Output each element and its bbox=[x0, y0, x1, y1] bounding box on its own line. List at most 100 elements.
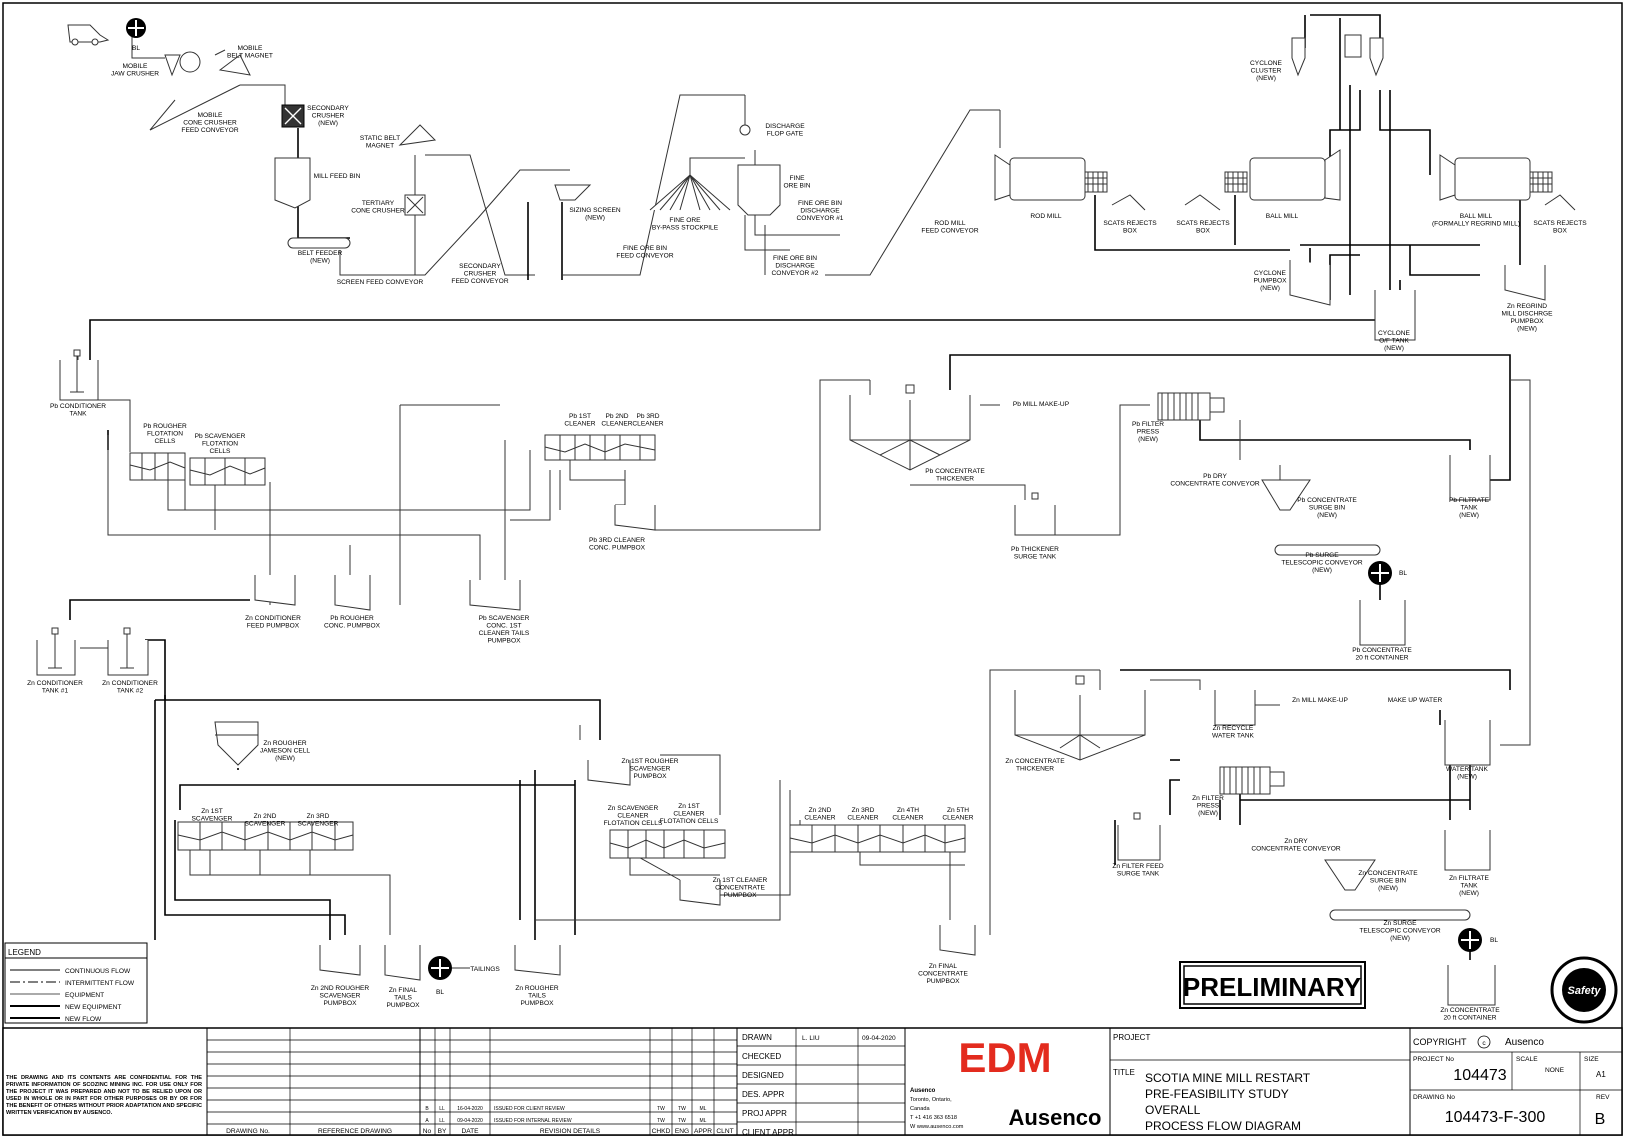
equipment-label-bm2: BALL MILL(FORMALLY REGRIND MILL) bbox=[1432, 213, 1520, 228]
revision-header-no: No bbox=[423, 1128, 432, 1135]
legend-item: CONTINUOUS FLOW bbox=[65, 968, 131, 975]
address-line: T +1 416 363 6518 bbox=[910, 1115, 957, 1121]
legend-title: LEGEND bbox=[8, 948, 41, 957]
static-belt-magnet-icon bbox=[398, 124, 437, 146]
equipment-label-znmm: Zn MILL MAKE-UP bbox=[1292, 697, 1348, 704]
pb-scavenger-cells-icon bbox=[189, 457, 266, 486]
sizing-screen-icon bbox=[554, 184, 592, 201]
approval-label: CHECKED bbox=[742, 1052, 781, 1061]
zn-conditioner-feed-pumpbox-icon bbox=[254, 575, 296, 606]
zn-surge-bin-icon bbox=[1324, 859, 1376, 891]
equipment-label-mfb: MILL FEED BIN bbox=[314, 173, 361, 180]
title-line: OVERALL bbox=[1145, 1103, 1201, 1117]
address-line: W www.ausenco.com bbox=[910, 1124, 964, 1130]
copyright-symbol: c bbox=[1482, 1040, 1486, 1047]
safety-badge-text: Safety bbox=[1567, 985, 1601, 997]
equipment-label-tails: TAILINGS bbox=[470, 966, 500, 973]
revision-appr: ML bbox=[700, 1118, 707, 1124]
pb-rougher-cells-icon bbox=[129, 452, 186, 481]
belt-magnet-icon bbox=[218, 54, 251, 76]
approval-label: DRAWN bbox=[742, 1033, 772, 1042]
pb-cleaner-cells-icon bbox=[544, 434, 656, 461]
revision-header-clnt: CLNT bbox=[716, 1128, 733, 1135]
zn-conditioner-tank-2-icon bbox=[107, 640, 149, 676]
drawing-no-label: DRAWING No bbox=[1413, 1094, 1455, 1101]
water-tank-icon bbox=[1444, 720, 1491, 766]
legend-item: NEW FLOW bbox=[65, 1016, 102, 1023]
cyclone-of-tank-icon bbox=[1374, 290, 1416, 341]
scale-label: SCALE bbox=[1516, 1056, 1538, 1063]
legend-item: INTERMITTENT FLOW bbox=[65, 980, 135, 987]
pb-thickener-surge-tank-icon bbox=[1014, 505, 1056, 536]
ref-header-reference-drawing: REFERENCE DRAWING bbox=[318, 1128, 392, 1135]
zn-scavenger-cleaner-cells-icon bbox=[609, 829, 726, 859]
equipment-label-bm: BALL MILL bbox=[1266, 213, 1299, 220]
size-label: SIZE bbox=[1584, 1056, 1599, 1063]
zn-regrind-pumpbox-icon bbox=[1504, 265, 1546, 301]
address-line: Toronto, Ontario, bbox=[910, 1097, 952, 1103]
zn-2nd-rougher-scavenger-pumpbox-icon bbox=[319, 945, 361, 976]
safety-badge-icon: Safety bbox=[1550, 956, 1618, 1024]
zn-rougher-tails-pumpbox-icon bbox=[514, 945, 561, 976]
equipment-symbols bbox=[36, 18, 1576, 1006]
cyclone-distributor-icon bbox=[1344, 34, 1362, 58]
revision-eng: TW bbox=[678, 1118, 686, 1124]
equipment-label-sfc: SCREEN FEED CONVEYOR bbox=[337, 279, 424, 286]
pb-3rd-cleaner-pumpbox-icon bbox=[614, 505, 656, 531]
ball-mill-2-icon bbox=[1454, 157, 1531, 201]
approval-label: DESIGNED bbox=[742, 1071, 784, 1080]
title-line: PROCESS FLOW DIAGRAM bbox=[1145, 1119, 1301, 1133]
approval-label: DES. APPR bbox=[742, 1090, 784, 1099]
zn-conditioner-tank-1-icon bbox=[36, 640, 76, 676]
equipment-label-bl3: BL bbox=[1490, 937, 1498, 944]
revision-by: LL bbox=[439, 1106, 445, 1112]
flop-gate-icon bbox=[739, 124, 751, 136]
revision-header-eng: ENG bbox=[675, 1128, 689, 1135]
equipment-label-ss: SIZING SCREEN(NEW) bbox=[569, 207, 621, 222]
copyright-owner: Ausenco bbox=[1505, 1037, 1544, 1048]
revision-no: B bbox=[425, 1106, 429, 1112]
zn-telescopic-conveyor-icon bbox=[1329, 909, 1471, 921]
copyright-label: COPYRIGHT bbox=[1413, 1037, 1467, 1047]
cyclone-2-icon bbox=[1369, 37, 1384, 77]
cyclone-pumpbox-icon bbox=[1289, 260, 1331, 306]
revision-header-appr: APPR bbox=[694, 1128, 712, 1135]
ref-header-drawing-no: DRAWING No. bbox=[226, 1128, 270, 1135]
zn-final-tails-pumpbox-icon bbox=[384, 945, 421, 981]
address-line: Ausenco bbox=[910, 1088, 936, 1094]
edm-logo: EDM bbox=[958, 1034, 1051, 1081]
approval-name: L. LIU bbox=[802, 1035, 820, 1042]
title-line: PRE-FEASIBILITY STUDY bbox=[1145, 1087, 1289, 1101]
ausenco-logo: Ausenco bbox=[1009, 1105, 1102, 1130]
pb-surge-bin-icon bbox=[1261, 479, 1311, 511]
revision-eng: TW bbox=[678, 1106, 686, 1112]
approval-label: CLIENT APPR bbox=[742, 1128, 794, 1137]
revision-header-by: BY bbox=[438, 1128, 447, 1135]
